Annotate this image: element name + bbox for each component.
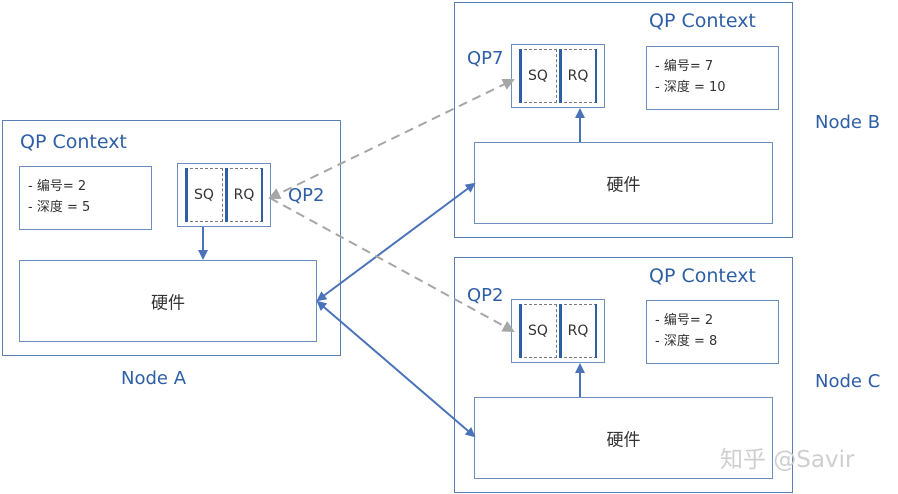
hardware-link-a-b — [316, 182, 476, 302]
node-b-qp-label: QP7 — [467, 48, 504, 69]
node-a-hardware: 硬件 — [19, 260, 317, 342]
node-b-context-title: QP Context — [649, 10, 756, 32]
node-b-context-id: - 编号= 7 — [655, 59, 714, 74]
node-b-context-box: - 编号= 7 - 深度 = 10 — [646, 46, 779, 110]
node-c-hardware: 硬件 — [474, 397, 773, 479]
node-b-hardware: 硬件 — [474, 142, 773, 224]
node-c-rq: RQ — [559, 304, 597, 358]
node-c-context-id: - 编号= 2 — [655, 313, 714, 328]
node-c-context-depth: - 深度 = 8 — [655, 334, 718, 349]
node-b-label: Node B — [815, 112, 881, 133]
node-c-qp-label: QP2 — [467, 285, 504, 306]
node-a-rq: RQ — [225, 168, 263, 222]
node-b-rq: RQ — [559, 49, 597, 103]
qp-link-a-b — [268, 78, 515, 200]
node-a-context-title: QP Context — [20, 131, 127, 153]
node-a-label: Node A — [121, 368, 187, 389]
node-b-qp: SQ RQ — [511, 44, 605, 108]
node-b-context-depth: - 深度 = 10 — [655, 80, 726, 95]
node-c-context-box: - 编号= 2 - 深度 = 8 — [646, 300, 779, 364]
qp-link-a-c — [269, 197, 515, 332]
watermark: 知乎 @Savir — [720, 447, 855, 473]
node-a-qp: SQ RQ — [177, 163, 271, 227]
node-b-sq: SQ — [519, 49, 557, 103]
node-a-context-box: - 编号= 2 - 深度 = 5 — [19, 166, 152, 230]
node-c-qp: SQ RQ — [511, 299, 605, 363]
node-a-context-id: - 编号= 2 — [28, 179, 87, 194]
node-a-context-depth: - 深度 = 5 — [28, 200, 91, 215]
node-c-context-title: QP Context — [649, 265, 756, 287]
node-c-label: Node C — [815, 371, 881, 392]
hardware-link-a-c — [316, 300, 476, 438]
node-a-sq: SQ — [185, 168, 223, 222]
node-c-sq: SQ — [519, 304, 557, 358]
